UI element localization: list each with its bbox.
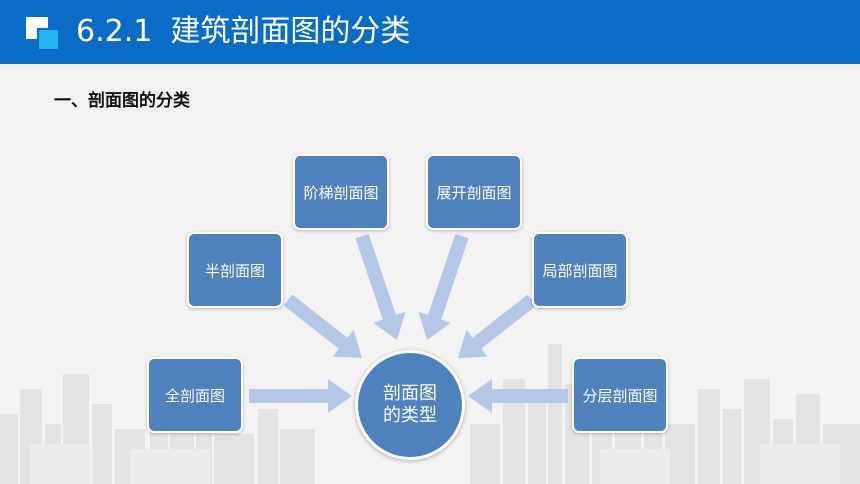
- node-layered-section-label: 分层剖面图: [582, 386, 658, 405]
- city-skyline-background: [0, 344, 860, 484]
- arrow-from-unfolded: [418, 233, 469, 340]
- node-stepped-section: 阶梯剖面图: [293, 154, 389, 230]
- center-node-line2: 的类型: [383, 405, 437, 426]
- node-partial-section: 局部剖面图: [532, 232, 628, 308]
- node-half-section: 半剖面图: [187, 232, 283, 308]
- arrow-from-half: [283, 294, 362, 358]
- header-bar: 6.2.1 建筑剖面图的分类: [0, 0, 860, 64]
- node-unfolded-section: 展开剖面图: [426, 154, 522, 230]
- page-title: 6.2.1 建筑剖面图的分类: [76, 12, 410, 52]
- node-partial-section-label: 局部剖面图: [542, 261, 618, 280]
- logo-icon: [26, 17, 60, 51]
- node-stepped-section-label: 阶梯剖面图: [303, 183, 379, 202]
- center-node: 剖面图 的类型: [355, 350, 465, 460]
- node-unfolded-section-label: 展开剖面图: [436, 183, 512, 202]
- arrow-from-partial: [458, 294, 537, 358]
- node-full-section-label: 全剖面图: [164, 386, 225, 405]
- node-full-section: 全剖面图: [147, 357, 243, 433]
- arrow-from-stepped: [355, 233, 406, 340]
- arrow-from-layered: [468, 379, 568, 413]
- section-title: 建筑剖面图的分类: [170, 14, 411, 49]
- node-half-section-label: 半剖面图: [204, 261, 265, 280]
- arrow-from-full: [249, 379, 352, 413]
- center-node-line1: 剖面图: [383, 383, 437, 404]
- node-layered-section: 分层剖面图: [572, 357, 668, 433]
- section-number: 6.2.1: [76, 14, 153, 49]
- subtitle: 一、剖面图的分类: [54, 91, 190, 111]
